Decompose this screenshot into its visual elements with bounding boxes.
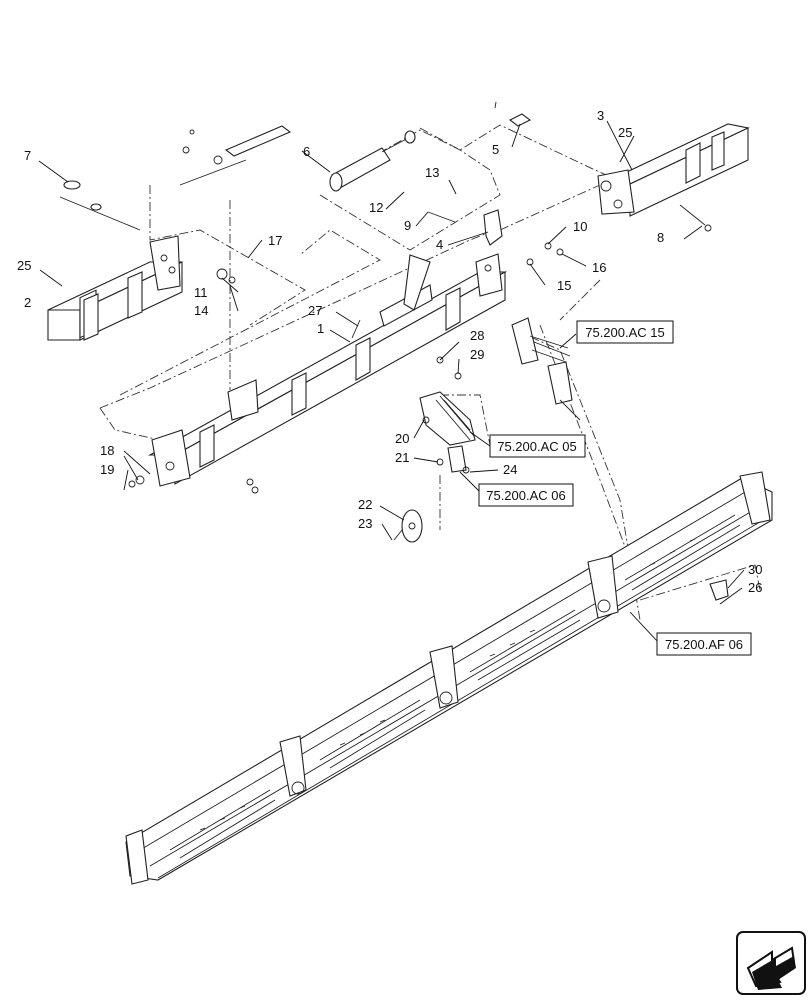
- callout-19: 19: [100, 462, 114, 477]
- callout-5: 5: [492, 142, 499, 157]
- callout-25-right: 25: [618, 125, 632, 140]
- callout-29: 29: [470, 347, 484, 362]
- main-frame-beam: [147, 253, 508, 487]
- callout-6: 6: [303, 144, 310, 159]
- left-frame-beam: [47, 235, 183, 341]
- reference-boxes: 75.200.AC 15 75.200.AC 05 75.200.AC 06 7…: [478, 320, 752, 656]
- callout-4: 4: [436, 237, 443, 252]
- callout-30: 30: [748, 562, 762, 577]
- callout-10: 10: [573, 219, 587, 234]
- small-bracket: [709, 579, 729, 601]
- svg-text:75.200.AF 06: 75.200.AF 06: [665, 637, 743, 652]
- callout-27: 27: [308, 303, 322, 318]
- ref-box-ac05[interactable]: 75.200.AC 05: [489, 434, 586, 458]
- callout-15: 15: [557, 278, 571, 293]
- leader-lines: [38, 120, 745, 643]
- callout-12: 12: [369, 200, 383, 215]
- callout-25-left: 25: [17, 258, 31, 273]
- bar-spring-hubs: [291, 599, 611, 795]
- callout-28: 28: [470, 328, 484, 343]
- right-spring-assembly: [511, 317, 581, 421]
- callout-1: 1: [317, 321, 324, 336]
- callout-11: 11: [194, 285, 208, 300]
- hydraulic-cylinder: [329, 130, 416, 192]
- callout-14: 14: [194, 303, 208, 318]
- coulter-disc: [393, 509, 423, 543]
- callout-23: 23: [358, 516, 372, 531]
- upper-linkage: [59, 125, 292, 284]
- callout-2: 2: [24, 295, 31, 310]
- ref-box-af06[interactable]: 75.200.AF 06: [656, 632, 752, 656]
- callout-18: 18: [100, 443, 114, 458]
- right-frame-beam: [597, 123, 750, 217]
- ref-box-ac15[interactable]: 75.200.AC 15: [576, 320, 674, 344]
- callout-20: 20: [395, 431, 409, 446]
- callout-21: 21: [395, 450, 409, 465]
- lower-bar-assembly: [125, 471, 773, 885]
- ref-box-ac06[interactable]: 75.200.AC 06: [478, 483, 574, 507]
- callout-22: 22: [358, 497, 372, 512]
- callout-9: 9: [404, 218, 411, 233]
- svg-text:75.200.AC 06: 75.200.AC 06: [486, 488, 566, 503]
- arrow-next-page-icon[interactable]: [736, 931, 806, 995]
- callout-7: 7: [24, 148, 31, 163]
- callout-26: 26: [748, 580, 762, 595]
- bar-slot-pattern: [169, 514, 741, 859]
- callout-13: 13: [425, 165, 439, 180]
- svg-text:75.200.AC 05: 75.200.AC 05: [497, 439, 577, 454]
- svg-text:75.200.AC 15: 75.200.AC 15: [585, 325, 665, 340]
- callout-17: 17: [268, 233, 282, 248]
- assembly-grouping-lines: [99, 124, 761, 621]
- small-hardware: [128, 101, 712, 494]
- callout-labels: 7 25 2 6 3 25 5 13 12 9 4 10 16 15 8 17 …: [17, 108, 762, 595]
- callout-3: 3: [597, 108, 604, 123]
- center-spring-assembly: [419, 391, 476, 474]
- callout-16: 16: [592, 260, 606, 275]
- bar-sections: [125, 471, 771, 885]
- callout-8: 8: [657, 230, 664, 245]
- callout-24: 24: [503, 462, 517, 477]
